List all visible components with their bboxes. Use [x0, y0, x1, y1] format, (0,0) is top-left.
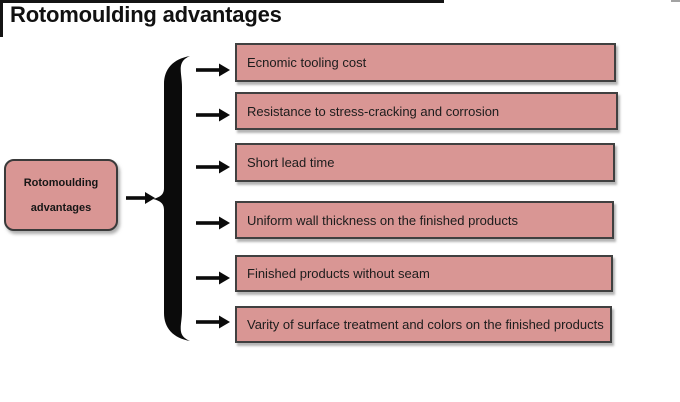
root-node-rotomoulding-advantages: Rotomoulding advantages — [4, 159, 118, 231]
advantage-label: Uniform wall thickness on the finished p… — [247, 212, 518, 228]
slide-left-border — [0, 0, 3, 37]
page-title: Rotomoulding advantages — [10, 2, 282, 27]
advantage-box-uniform-wall-thickness: Uniform wall thickness on the finished p… — [235, 201, 614, 239]
arrow-right-icon — [196, 216, 230, 230]
advantage-box-economic-tooling-cost: Ecnomic tooling cost — [235, 43, 616, 82]
advantage-label: Resistance to stress-cracking and corros… — [247, 103, 500, 119]
arrow-right-icon — [196, 108, 230, 122]
root-node-label-line2: advantages — [30, 201, 92, 214]
advantage-label: Short lead time — [247, 155, 335, 170]
arrow-right-icon — [196, 271, 230, 285]
advantage-box-short-lead-time: Short lead time — [235, 143, 615, 182]
slide-top-border — [0, 0, 444, 3]
arrow-right-icon — [196, 160, 230, 174]
root-arrow-right-icon — [126, 192, 155, 204]
advantage-box-surface-treatment-colors: Varity of surface treatment and colors o… — [235, 306, 612, 343]
advantage-label: Finished products without seam — [247, 266, 430, 281]
root-node-label-line1: Rotomoulding — [23, 176, 99, 189]
arrow-right-icon — [196, 63, 230, 77]
advantage-box-without-seam: Finished products without seam — [235, 255, 613, 292]
advantage-label: Ecnomic tooling cost — [247, 55, 367, 70]
slide-corner-mark — [671, 0, 680, 2]
advantage-label: Varity of surface treatment and colors o… — [247, 317, 604, 332]
arrow-right-icon — [196, 315, 230, 329]
left-curly-brace-icon — [153, 56, 190, 341]
advantage-box-resistance-stress-cracking: Resistance to stress-cracking and corros… — [235, 92, 618, 130]
